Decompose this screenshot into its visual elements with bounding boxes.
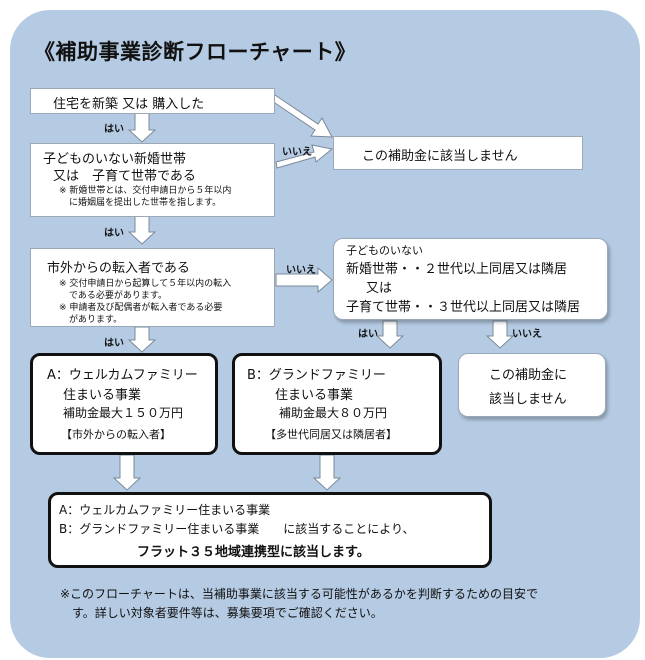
final-line2: B：グランドファミリー住まいる事業 に該当することにより、 — [59, 522, 415, 536]
footer-note-line2: す。詳しい対象者要件等は、募集要項でご確認ください。 — [72, 606, 383, 620]
outcome-a-welcome-family: A：ウェルカムファミリー 住まいる事業 補助金最大１５０万円 【市外からの転入者… — [30, 353, 218, 455]
b-line3: 補助金最大８０万円 — [279, 406, 388, 420]
q4-line3: 又は — [366, 281, 393, 296]
q2-note2: に婚姻届を提出した世帯を指します。 — [69, 198, 222, 208]
outcome-b-grand-family: B：グランドファミリー 住まいる事業 補助金最大８０万円 【多世代同居又は隣居者… — [232, 353, 442, 455]
yes-label-1: はい — [104, 124, 124, 135]
question-household-type: 子どものいない新婚世帯 又は 子育て世帯である ※ 新婚世帯とは、交付申請日から… — [30, 143, 275, 217]
a-line4: 【市外からの転入者】 — [61, 428, 171, 441]
question-transfer-resident: 市外からの転入者である ※ 交付申請日から起算して５年以内の転入 である必要があ… — [30, 248, 275, 327]
q3-line: 市外からの転入者である — [47, 261, 190, 276]
final-line3: フラット３５地域連携型に該当します。 — [137, 545, 370, 560]
not-eligible-box-2: この補助金に 該当しません — [458, 353, 606, 417]
q4-line1: 子どものいない — [346, 244, 423, 257]
arrow-down-q1-q2 — [127, 112, 157, 143]
a-line3: 補助金最大１５０万円 — [63, 406, 184, 420]
not-eligible-text-1: この補助金に該当しません — [362, 149, 518, 164]
q3-note3: ※ 申請者及び配偶者が転入者である必要 — [59, 303, 223, 313]
q2-note1: ※ 新婚世帯とは、交付申請日から５年以内 — [59, 186, 232, 196]
not-eligible-2-line2: 該当しません — [489, 392, 567, 407]
q3-note4: があります。 — [69, 315, 123, 325]
b-line4: 【多世代同居又は隣居者】 — [265, 428, 397, 441]
q4-line4: 子育て世帯・・３世代以上同居又は隣居 — [346, 300, 581, 315]
not-eligible-2-line1: この補助金に — [489, 368, 568, 383]
not-eligible-box-1: この補助金に該当しません — [333, 136, 583, 170]
a-line2: 住まいる事業 — [63, 388, 142, 403]
arrow-q3-no — [275, 266, 333, 294]
arrow-down-q3-a — [127, 326, 157, 353]
yes-label-2: はい — [104, 228, 124, 239]
a-line1: A：ウェルカムファミリー — [47, 368, 198, 383]
arrow-q2-no — [275, 144, 334, 169]
no-label-2: いいえ — [286, 265, 316, 276]
question-new-home-text: 住宅を新築 又は 購入した — [53, 97, 205, 112]
q4-line2: 新婚世帯・・２世代以上同居又は隣居 — [346, 262, 568, 277]
question-multi-generation: 子どものいない 新婚世帯・・２世代以上同居又は隣居 又は 子育て世帯・・３世代以… — [333, 238, 608, 320]
yes-label-4: はい — [358, 329, 378, 340]
arrow-down-a-final — [112, 454, 142, 491]
q2-line2: 又は 子育て世帯である — [53, 169, 196, 184]
no-label-3: いいえ — [512, 329, 542, 340]
arrow-down-q4-no — [485, 320, 515, 349]
page-title: 《補助事業診断フローチャート》 — [34, 40, 357, 64]
no-label-1: いいえ — [282, 147, 312, 158]
arrow-q1-no — [271, 94, 333, 138]
arrow-down-b-final — [312, 454, 342, 491]
arrow-down-q2-q3 — [127, 215, 157, 245]
b-line1: B：グランドファミリー — [247, 368, 386, 383]
question-new-home: 住宅を新築 又は 購入した — [30, 88, 275, 114]
final-line1: A：ウェルカムファミリー住まいる事業 — [59, 503, 271, 517]
footer-note-line1: ※このフローチャートは、当補助事業に該当する可能性があるかを判断するための目安で — [60, 587, 538, 601]
b-line2: 住まいる事業 — [275, 388, 354, 403]
q3-note1: ※ 交付申請日から起算して５年以内の転入 — [59, 279, 232, 289]
final-result-flat35: A：ウェルカムファミリー住まいる事業 B：グランドファミリー住まいる事業 に該当… — [48, 492, 492, 568]
yes-label-3: はい — [104, 338, 124, 349]
arrow-down-q4-b — [375, 320, 405, 349]
q3-note2: である必要があります。 — [69, 291, 168, 301]
q2-line1: 子どものいない新婚世帯 — [43, 152, 187, 167]
